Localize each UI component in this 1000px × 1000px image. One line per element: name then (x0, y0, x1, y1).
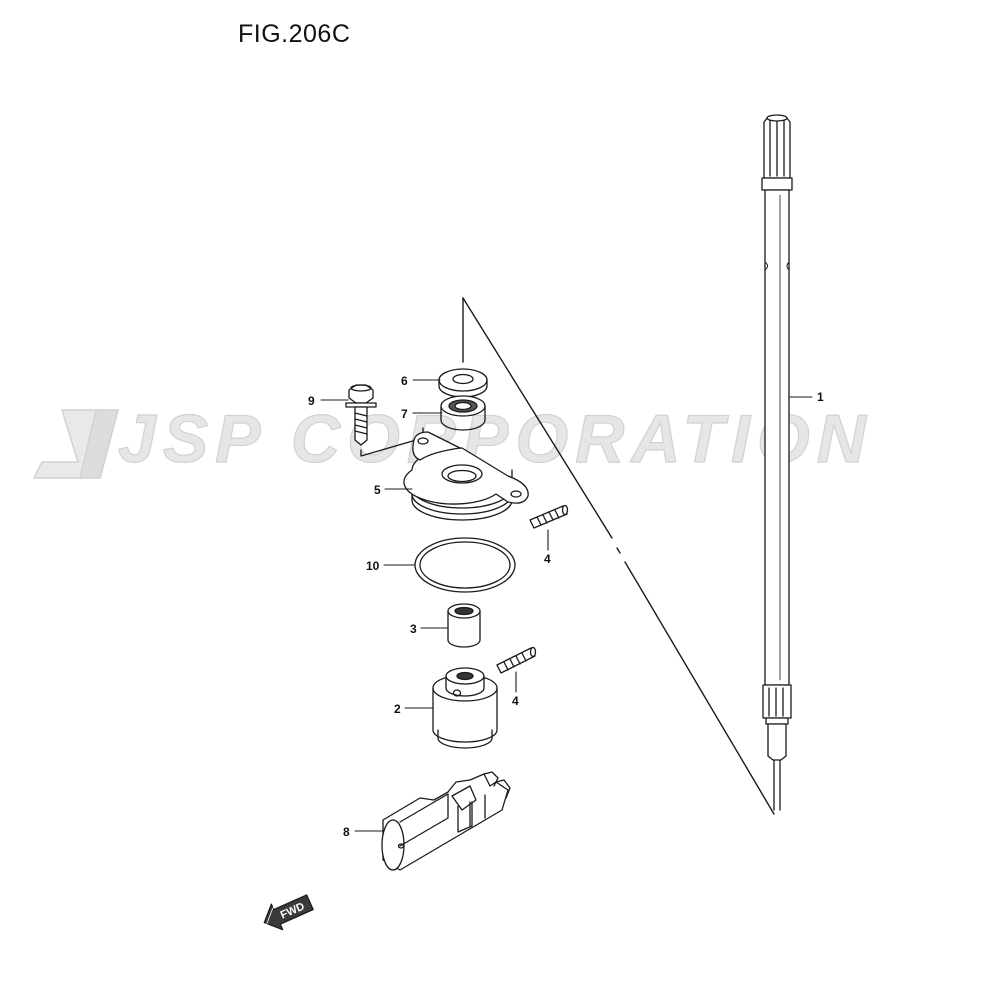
figure-title: FIG.206C (238, 20, 351, 48)
part-3-bushing (447, 603, 481, 648)
watermark-text: JSP CORPORATION (118, 401, 873, 477)
part-1-shaft (761, 114, 793, 811)
part-4a-pin (529, 504, 569, 529)
part-label-10: 10 (366, 559, 380, 573)
part-label-4b: 4 (512, 694, 519, 708)
part-2-cam (432, 667, 498, 749)
part-label-9: 9 (308, 394, 315, 408)
part-label-7: 7 (401, 407, 408, 421)
part-7-bearing (440, 395, 486, 431)
assembly-guide-line (462, 297, 775, 815)
part-label-6: 6 (401, 374, 408, 388)
part-10-o-ring (414, 537, 516, 593)
part-label-4a: 4 (544, 552, 551, 566)
part-6-washer (438, 368, 488, 398)
leader-lines (320, 379, 813, 832)
part-4b-pin (496, 646, 537, 674)
watermark-logo-icon (33, 409, 119, 479)
part-label-2: 2 (394, 702, 401, 716)
part-label-8: 8 (343, 825, 350, 839)
part-5-housing (403, 431, 529, 521)
part-label-5: 5 (374, 483, 381, 497)
watermark: JSP CORPORATION (33, 400, 873, 479)
part-label-1: 1 (817, 390, 824, 404)
part-8-guide (381, 771, 511, 871)
part-label-3: 3 (410, 622, 417, 636)
part-9-bolt (345, 384, 377, 446)
forward-direction-badge: FWD (263, 894, 314, 931)
